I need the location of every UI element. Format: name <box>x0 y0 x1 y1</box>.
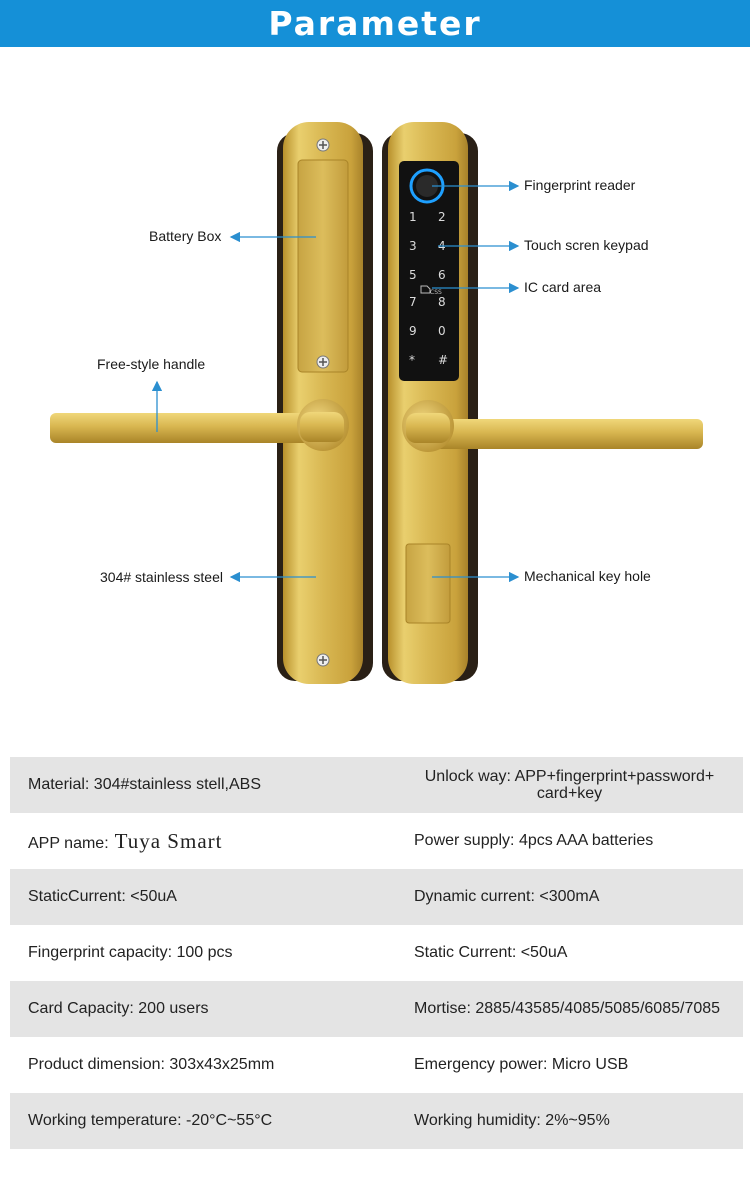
key-hash: # <box>438 353 448 367</box>
key-6: 6 <box>438 268 446 282</box>
spec-row: Fingerprint capacity: 100 pcs Static Cur… <box>10 925 743 981</box>
key-3: 3 <box>409 239 417 253</box>
spec-row: Working temperature: -20°C~55°C Working … <box>10 1093 743 1149</box>
battery-box-cover <box>297 159 349 373</box>
spec-card-capacity: Card Capacity: 200 users <box>28 1000 209 1017</box>
key-1: 1 <box>409 210 417 224</box>
key-2: 2 <box>438 210 446 224</box>
spec-unlock-way-line1: Unlock way: APP+fingerprint+password+ <box>424 768 715 785</box>
keypad-keys: 1 2 3 4 5 6 7 8 9 0 * # <box>409 210 448 367</box>
spec-row: Card Capacity: 200 users Mortise: 2885/4… <box>10 981 743 1037</box>
spec-working-temperature: Working temperature: -20°C~55°C <box>28 1112 273 1129</box>
key-8: 8 <box>438 295 446 309</box>
fingerprint-sensor <box>416 175 438 197</box>
spec-fingerprint-capacity: Fingerprint capacity: 100 pcs <box>28 944 233 961</box>
spec-material: Material: 304#stainless stell,ABS <box>28 776 261 793</box>
spec-product-dimension: Product dimension: 303x43x25mm <box>28 1056 275 1073</box>
key-9: 9 <box>409 324 417 338</box>
spec-unlock-way-line2: card+key <box>536 785 603 802</box>
label-stainless-steel: 304# stainless steel <box>100 569 223 585</box>
key-hole-cover <box>405 543 451 624</box>
parameter-banner: Parameter <box>0 0 750 47</box>
key-star: * <box>409 353 415 367</box>
spec-static-current-2: Static Current: <50uA <box>414 944 568 961</box>
label-touch-keypad: Touch scren keypad <box>524 237 649 253</box>
spec-app-name-value: Tuya Smart <box>114 828 223 853</box>
right-handle <box>402 400 703 452</box>
banner-title: Parameter <box>268 4 482 43</box>
spec-emergency-power: Emergency power: Micro USB <box>414 1056 629 1073</box>
spec-row: Product dimension: 303x43x25mm Emergency… <box>10 1037 743 1093</box>
card-icon <box>420 285 431 294</box>
left-handle <box>50 399 349 451</box>
spec-row: APP name: Tuya Smart Power supply: 4pcs A… <box>10 813 743 869</box>
key-0: 0 <box>438 324 446 338</box>
key-5: 5 <box>409 268 417 282</box>
spec-app-name: APP name: Tuya Smart <box>10 829 396 854</box>
label-fingerprint-reader: Fingerprint reader <box>524 177 636 193</box>
spec-mortise: Mortise: 2885/43585/4085/5085/6085/7085 <box>414 1000 721 1017</box>
spec-app-name-label: APP name: <box>28 834 109 852</box>
spec-table: Material: 304#stainless stell,ABS Unlock… <box>10 757 743 1149</box>
spec-row: Material: 304#stainless stell,ABS Unlock… <box>10 757 743 813</box>
spec-working-humidity: Working humidity: 2%~95% <box>414 1112 610 1129</box>
spec-row: StaticCurrent: <50uA Dynamic current: <3… <box>10 869 743 925</box>
label-ic-card-area: IC card area <box>524 279 602 295</box>
keypad-panel <box>399 161 459 381</box>
spec-unlock-way: Unlock way: APP+fingerprint+password+ ca… <box>396 768 743 802</box>
spec-dynamic-current: Dynamic current: <300mA <box>414 888 600 905</box>
card-mark: CSS <box>430 289 442 296</box>
door-lock-illustration: 1 2 3 4 5 6 7 8 9 0 * # CSS <box>50 122 703 684</box>
spec-power-supply: Power supply: 4pcs AAA batteries <box>414 832 654 849</box>
label-battery-box: Battery Box <box>149 228 222 244</box>
label-free-style-handle: Free-style handle <box>97 356 206 372</box>
product-diagram: 1 2 3 4 5 6 7 8 9 0 * # CSS <box>0 47 750 737</box>
spec-static-current: StaticCurrent: <50uA <box>28 888 177 905</box>
key-7: 7 <box>409 295 417 309</box>
label-mechanical-key-hole: Mechanical key hole <box>524 568 651 584</box>
